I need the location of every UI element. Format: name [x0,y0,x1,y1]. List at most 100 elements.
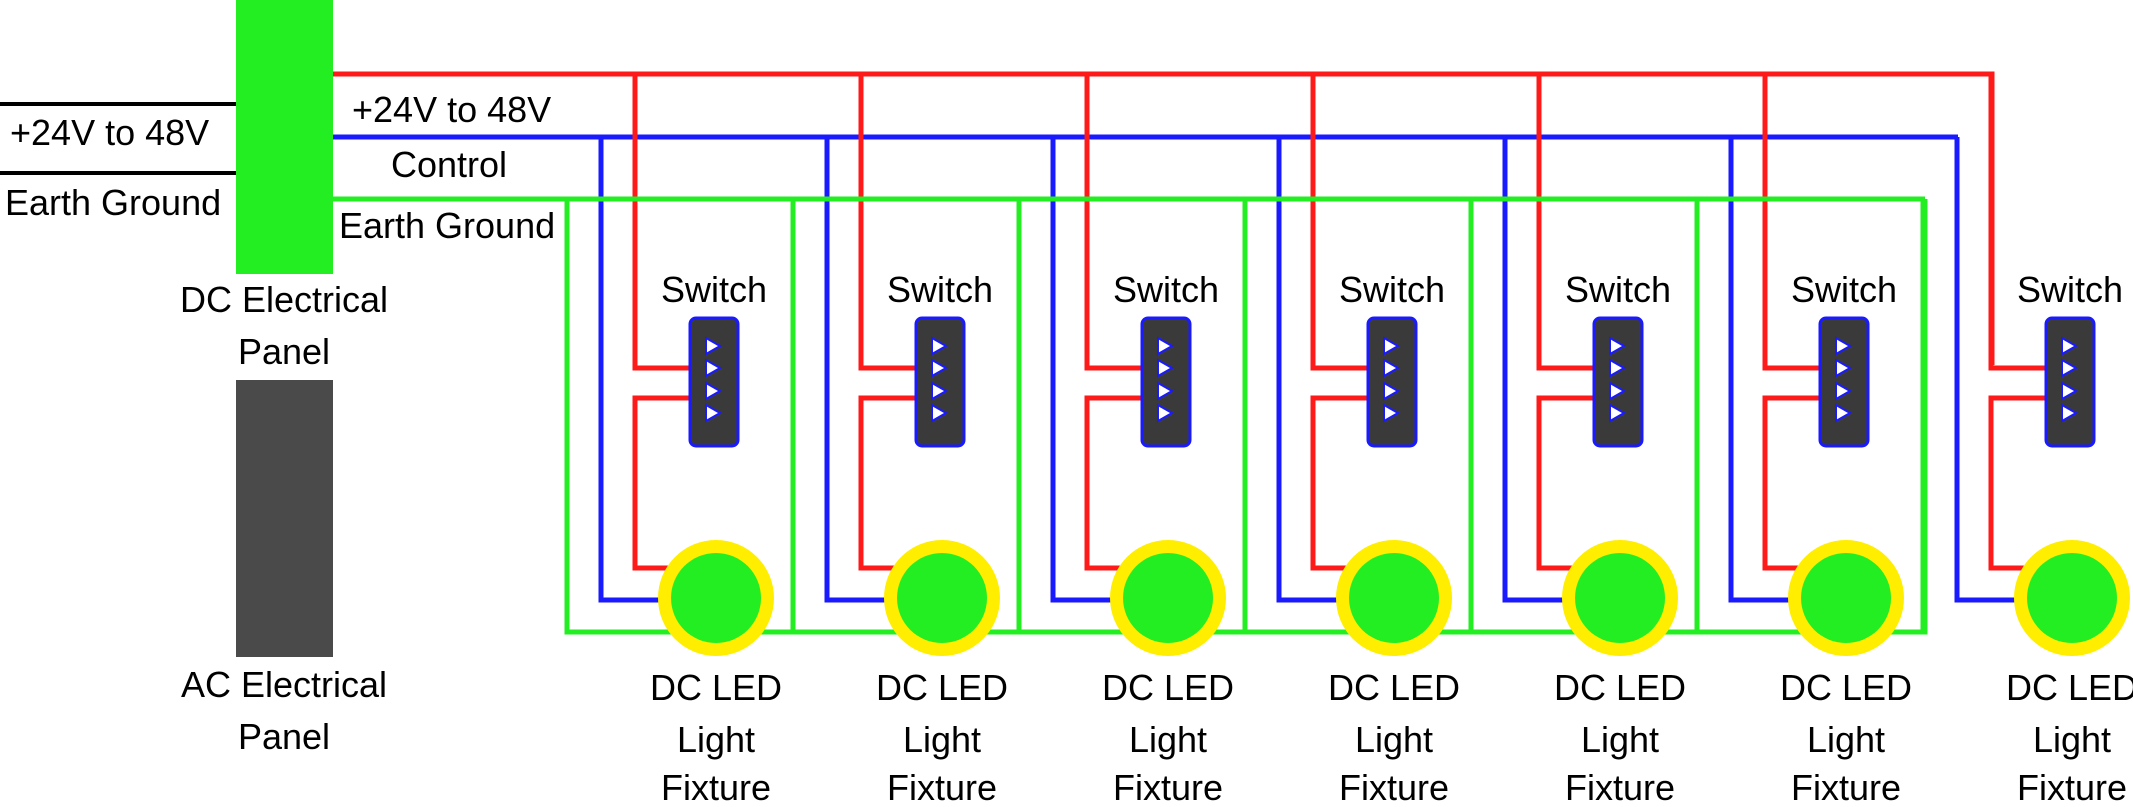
fixture-label-line3: Fixture [1565,767,1675,807]
bus-ground-label: Earth Ground [339,205,555,246]
switched-output-wire [1084,395,1152,571]
dc-panel-label-line2: Panel [238,331,330,372]
ground-drop-wire [1920,199,1928,635]
switch-body [1366,316,1418,448]
ac-panel-label-line1: AC Electrical [181,664,387,705]
ac-electrical-panel [236,380,333,657]
fixture-label-line1: DC LED [1780,667,1912,708]
fixture-lamp [897,553,987,643]
switch-terminal-4 [2061,403,2079,423]
switch-terminal-4 [1383,403,1401,423]
bus-control-label: Control [391,144,507,185]
positive-drop-wire [1536,74,1604,371]
fixture-label-line3: Fixture [1113,767,1223,807]
positive-drop-wire [1084,74,1152,371]
switch-terminal-2 [1157,358,1175,378]
fixture-label-line2: Light [1355,719,1433,760]
fixture-label-line2: Light [1581,719,1659,760]
switch-terminal-1 [2061,336,2079,356]
positive-drop-wire [858,74,926,371]
switch-body [688,316,740,448]
switch-terminal-1 [931,336,949,356]
switch-terminal-4 [931,403,949,423]
fixture-label-line2: Light [677,719,755,760]
positive-drop-wire [1988,74,2056,371]
fixture-label-line3: Fixture [661,767,771,807]
switch-body [1140,316,1192,448]
switch-terminal-2 [2061,358,2079,378]
switch-terminal-3 [705,381,723,401]
switched-output-wire [632,395,700,571]
switch-terminal-4 [1609,403,1627,423]
switch-terminal-2 [705,358,723,378]
switch-terminal-2 [1835,358,1853,378]
switch-label: Switch [661,269,767,310]
fixture-label-line3: Fixture [1339,767,1449,807]
switched-output-wire [1988,395,2056,571]
bus-positive-label: +24V to 48V [352,89,551,130]
fixture-label-line1: DC LED [1102,667,1234,708]
fixture-label-line3: Fixture [1791,767,1901,807]
fixture-lamp [1801,553,1891,643]
switch-terminal-2 [1383,358,1401,378]
control-drop-wire [598,137,676,603]
switch-terminal-4 [705,403,723,423]
fixture-label-line1: DC LED [1328,667,1460,708]
control-drop-wire [1276,137,1354,603]
fixture-label-line1: DC LED [1554,667,1686,708]
ac-panel-label-line2: Panel [238,716,330,757]
fixture-label-line1: DC LED [2006,667,2133,708]
switch-terminal-2 [931,358,949,378]
positive-drop-wire [1310,74,1378,371]
control-drop-wire [1954,137,2032,603]
control-drop-wire [1502,137,1580,603]
switch-terminal-3 [2061,381,2079,401]
switch-terminal-3 [931,381,949,401]
input-positive-label: +24V to 48V [10,112,209,153]
switch-terminal-1 [1835,336,1853,356]
fixture-label-line3: Fixture [2017,767,2127,807]
switch-terminal-3 [1609,381,1627,401]
switched-output-wire [1762,395,1830,571]
input-ground-label: Earth Ground [5,182,221,223]
switch-body [2044,316,2096,448]
fixture-label-line2: Light [2033,719,2111,760]
fixture-lamp [1349,553,1439,643]
fixture-lamp [671,553,761,643]
switch-terminal-2 [1609,358,1627,378]
fixture-label-line3: Fixture [887,767,997,807]
switch-terminal-3 [1157,381,1175,401]
switch-label: Switch [1791,269,1897,310]
switch-label: Switch [1565,269,1671,310]
fixture-lamp [1575,553,1665,643]
switch-label: Switch [1113,269,1219,310]
switch-terminal-1 [1383,336,1401,356]
switch-terminal-4 [1835,403,1853,423]
fixture-label-line2: Light [1807,719,1885,760]
fixture-label-line2: Light [903,719,981,760]
switch-terminal-3 [1835,381,1853,401]
dc-electrical-panel [236,0,333,274]
switch-terminal-1 [705,336,723,356]
switch-terminal-1 [1609,336,1627,356]
fixture-lamp [2027,553,2117,643]
switch-body [914,316,966,448]
switch-label: Switch [2017,269,2123,310]
switch-body [1818,316,1870,448]
switch-body [1592,316,1644,448]
dc-panel-label-line1: DC Electrical [180,279,388,320]
fixture-label-line1: DC LED [876,667,1008,708]
switch-terminal-3 [1383,381,1401,401]
switched-output-wire [858,395,926,571]
fixture-label-line1: DC LED [650,667,782,708]
switched-output-wire [1536,395,1604,571]
positive-drop-wire [632,74,700,371]
switch-terminal-1 [1157,336,1175,356]
control-drop-wire [1728,137,1806,603]
switch-terminal-4 [1157,403,1175,423]
switch-label: Switch [887,269,993,310]
